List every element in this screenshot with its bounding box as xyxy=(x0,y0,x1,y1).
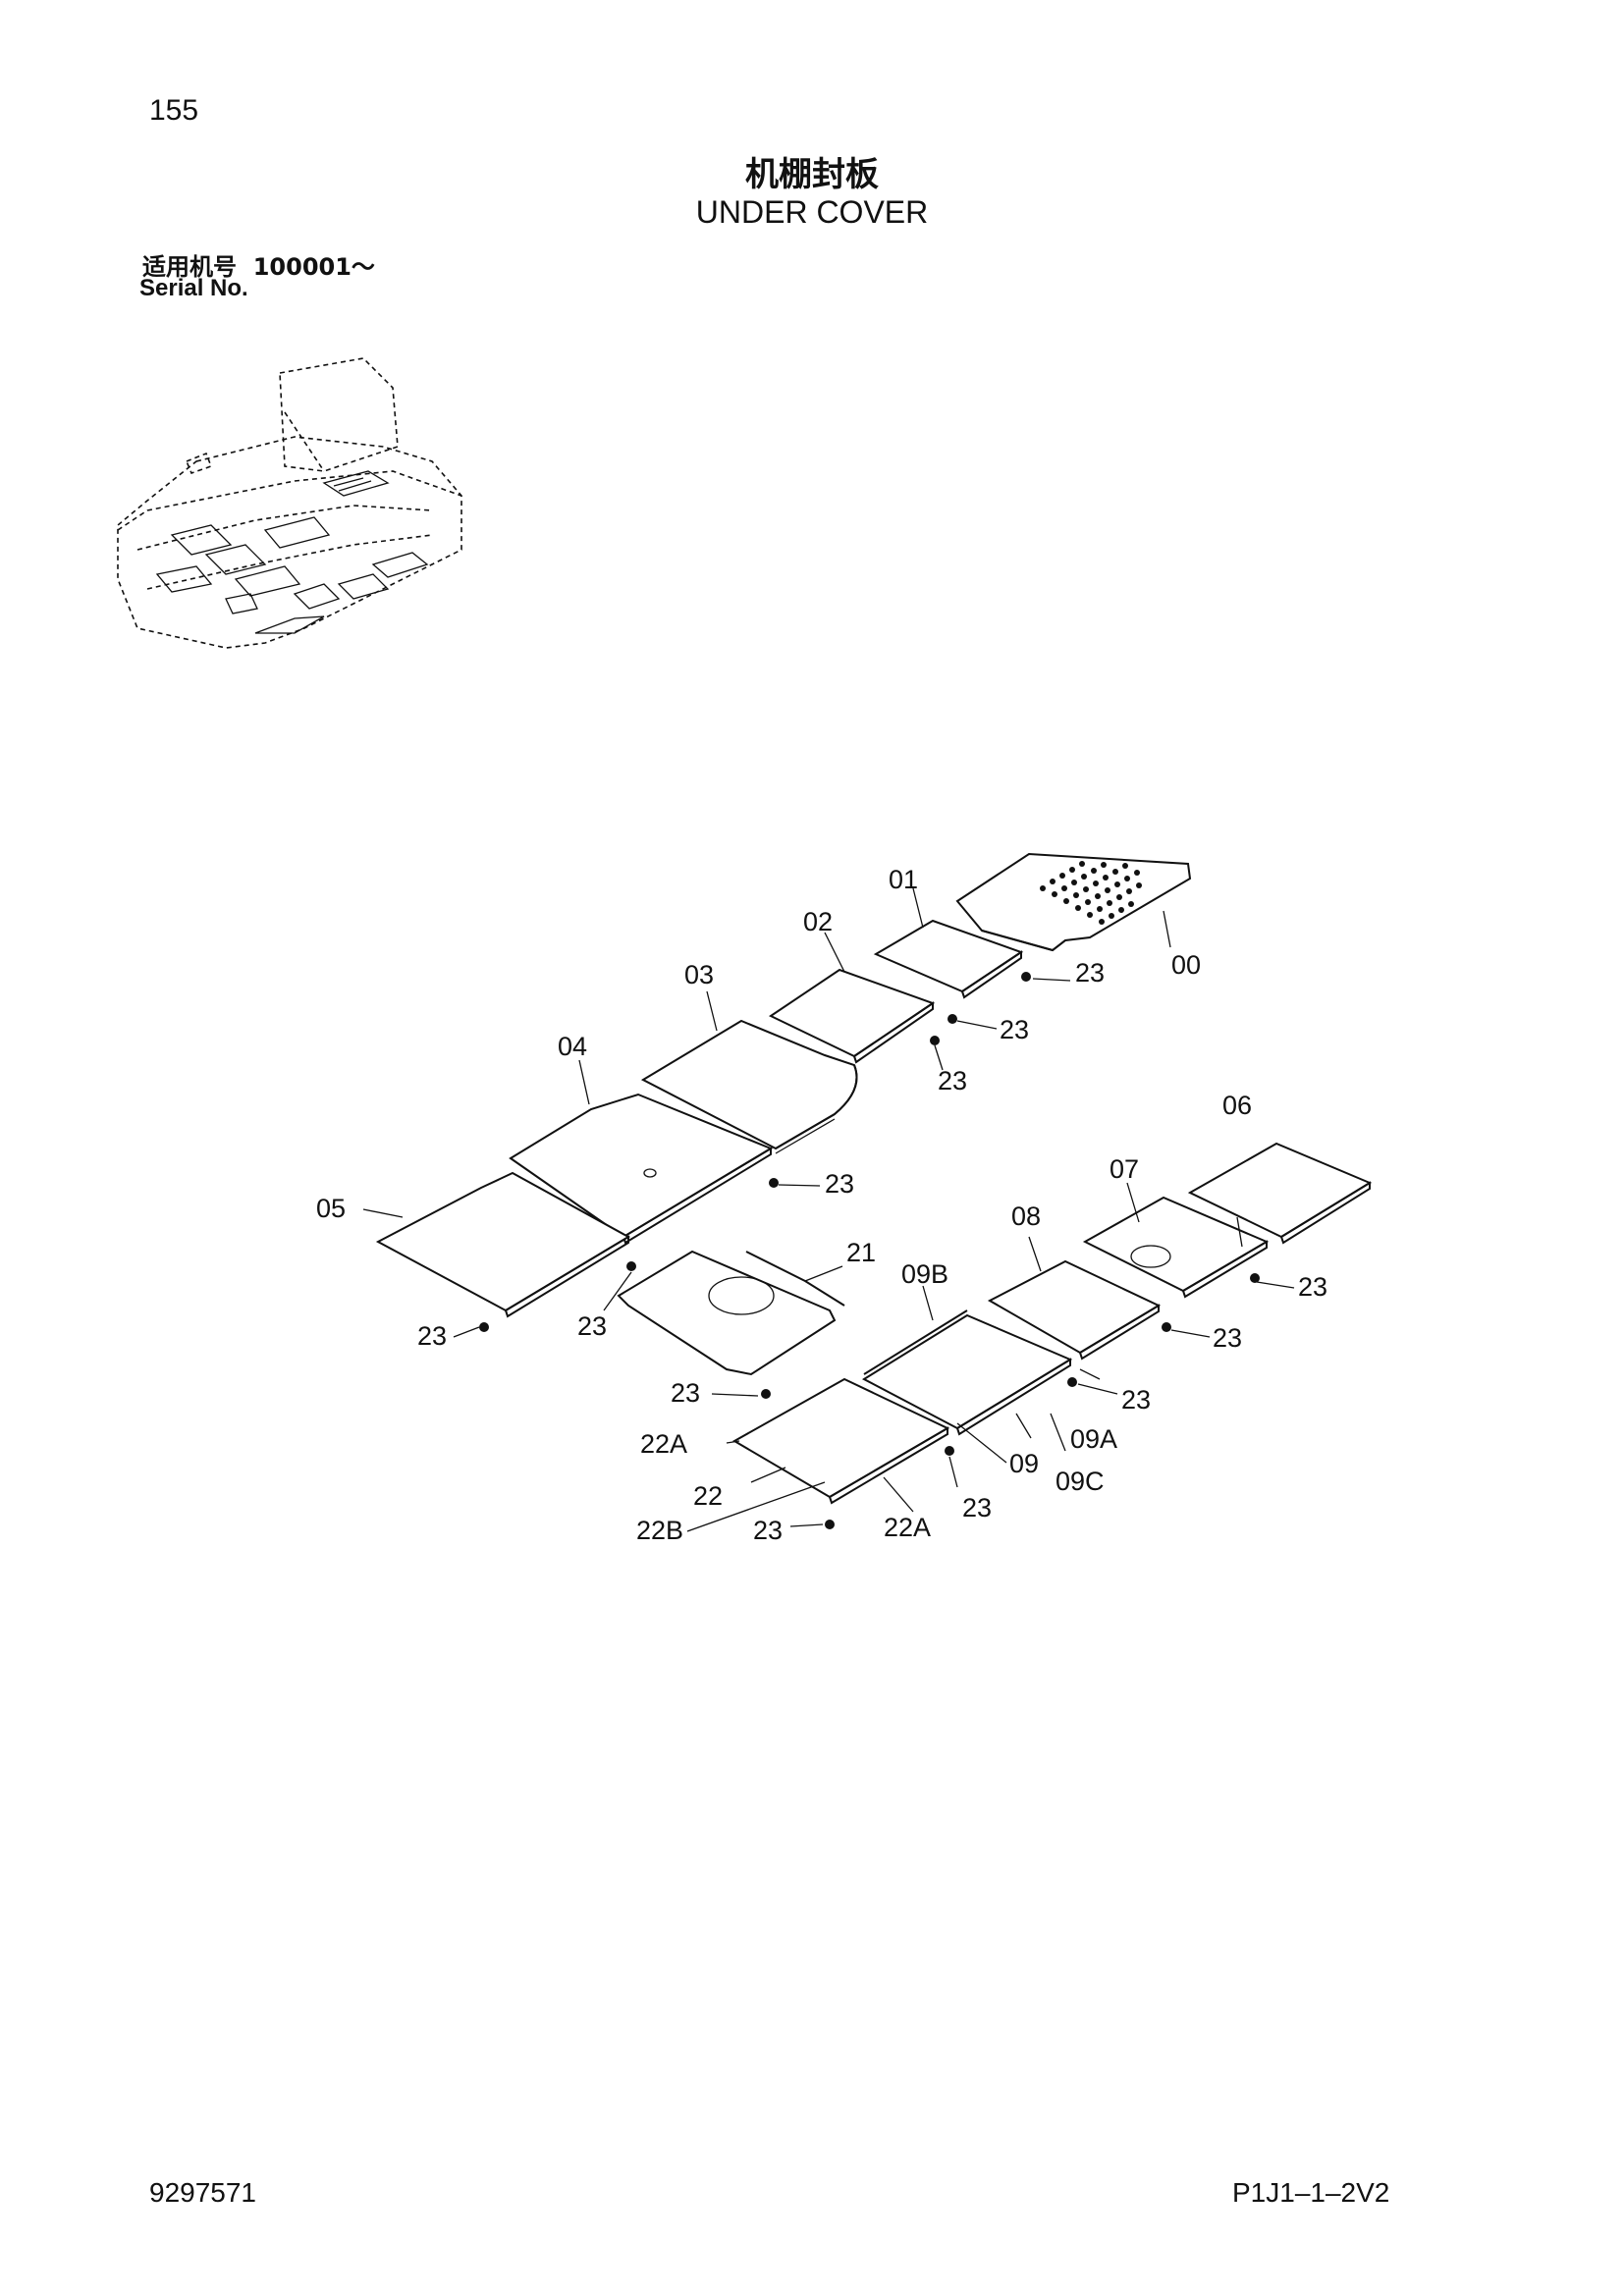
callout-23-e: 23 xyxy=(577,1311,607,1341)
callout-02: 02 xyxy=(803,907,833,936)
callout-08: 08 xyxy=(1011,1201,1041,1231)
title-chinese: 机棚封板 xyxy=(745,155,879,194)
bolts xyxy=(479,972,1260,1529)
part-07-cover xyxy=(1082,1196,1270,1299)
callout-00: 00 xyxy=(1171,950,1201,980)
callout-06: 06 xyxy=(1222,1091,1252,1120)
serial-label-zh-text: 适用机号 xyxy=(142,253,237,281)
callout-22A-top: 22A xyxy=(640,1429,687,1459)
callout-23-f: 23 xyxy=(417,1321,447,1351)
callout-21: 21 xyxy=(846,1238,876,1267)
document-number: 9297571 xyxy=(149,2177,257,2208)
page-code: P1J1–1–2V2 xyxy=(1232,2177,1390,2208)
part-06-cover xyxy=(1187,1142,1373,1245)
callout-23-i: 23 xyxy=(1121,1385,1151,1415)
callout-09B: 09B xyxy=(901,1259,948,1289)
callout-04: 04 xyxy=(558,1032,587,1061)
callout-23-k: 23 xyxy=(962,1493,992,1522)
callout-23-j: 23 xyxy=(671,1378,700,1408)
callout-labels: 00 01 02 03 04 05 06 07 08 09B 21 23 23 … xyxy=(316,865,1327,1545)
callout-03: 03 xyxy=(684,960,714,989)
callout-23-c: 23 xyxy=(938,1066,967,1095)
part-22-cover xyxy=(731,1377,950,1505)
callout-22B: 22B xyxy=(636,1516,683,1545)
callout-05: 05 xyxy=(316,1194,346,1223)
excavator-thumbnail xyxy=(117,357,462,649)
title-english: UNDER COVER xyxy=(695,194,929,230)
callout-23-d: 23 xyxy=(825,1169,854,1199)
callout-09A: 09A xyxy=(1070,1424,1117,1454)
page-number: 155 xyxy=(149,94,199,127)
part-03-cover xyxy=(640,1019,858,1154)
callout-22A-bottom: 22A xyxy=(884,1513,931,1542)
callout-09C: 09C xyxy=(1056,1467,1105,1496)
part-05-cover xyxy=(375,1171,631,1318)
callout-22: 22 xyxy=(693,1481,723,1511)
callout-23-g: 23 xyxy=(1298,1272,1327,1302)
part-09-cover xyxy=(861,1309,1073,1436)
part-01-cover xyxy=(873,919,1024,999)
callout-23-h: 23 xyxy=(1213,1323,1242,1353)
leader-lines xyxy=(362,887,1295,1532)
part-08-cover xyxy=(987,1259,1162,1361)
callout-09: 09 xyxy=(1009,1449,1039,1478)
callout-23-b: 23 xyxy=(1000,1015,1029,1044)
serial-range: 100001～ xyxy=(252,253,375,281)
callout-23-a: 23 xyxy=(1075,958,1105,988)
callout-01: 01 xyxy=(889,865,918,894)
serial-label-english: Serial No. xyxy=(139,275,248,301)
part-21-plate xyxy=(617,1250,845,1376)
callout-07: 07 xyxy=(1110,1154,1139,1184)
part-02-cover xyxy=(768,968,936,1064)
callout-23-l: 23 xyxy=(753,1516,783,1545)
part-00-perforated-cover xyxy=(955,852,1192,952)
serial-label-chinese: 适用机号 100001～ xyxy=(142,247,375,282)
